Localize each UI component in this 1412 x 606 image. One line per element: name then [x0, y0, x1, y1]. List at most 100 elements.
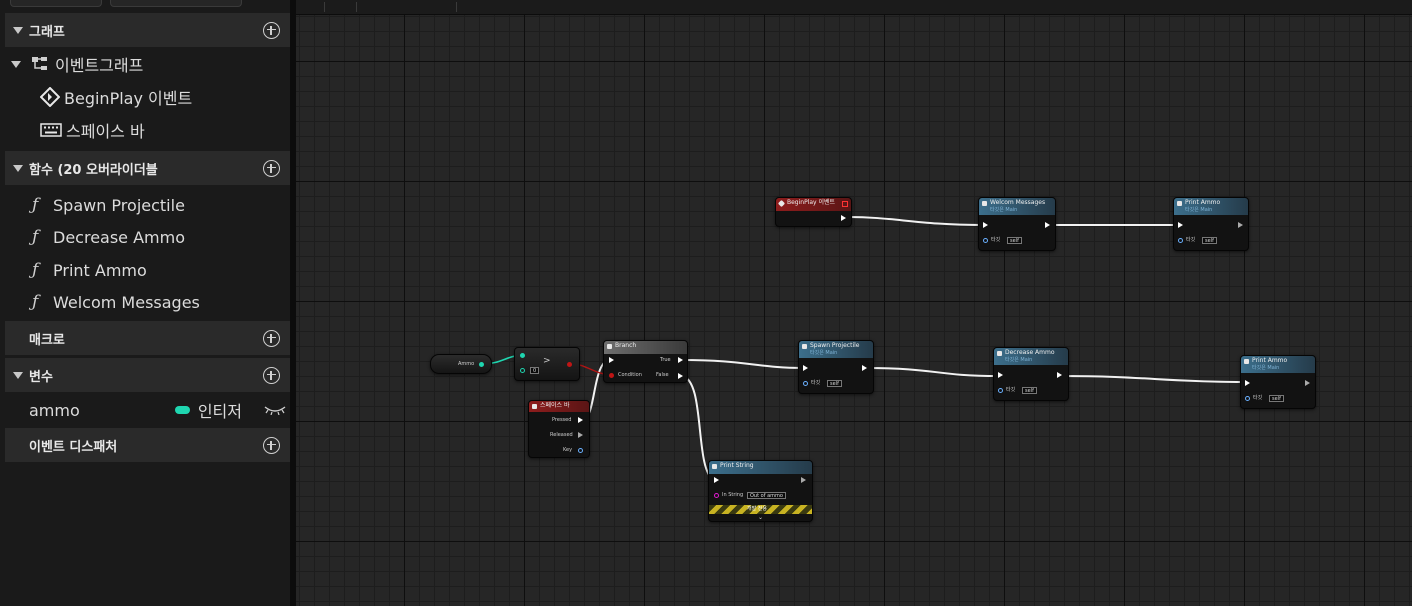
my-blueprint-panel: 그래프 이벤트그래프 BeginPlay 이벤트 스페이스 바 함수 (20 오…	[0, 0, 290, 606]
blueprint-graph-canvas[interactable]: BeginPlay 이벤트 Welcom Messages 타깃은 Main 타…	[296, 0, 1412, 606]
exec-out-pin[interactable]	[1057, 372, 1062, 378]
exec-in-pin[interactable]	[1178, 222, 1183, 228]
visibility-eye-closed-icon[interactable]	[264, 405, 286, 415]
target-self-value[interactable]: self	[1022, 387, 1037, 394]
integer-out-pin[interactable]	[479, 362, 484, 367]
variable-item-ammo[interactable]: ammo 인티저	[5, 394, 290, 426]
graph-item-space-bar[interactable]: 스페이스 바	[5, 114, 290, 146]
add-graph-button[interactable]	[263, 21, 280, 39]
section-macros[interactable]: 매크로	[5, 321, 290, 355]
expand-arrow-icon	[13, 164, 23, 172]
node-subtitle: 타깃은 Main	[1005, 357, 1033, 363]
function-icon	[712, 464, 717, 469]
target-self-value[interactable]: self	[1269, 395, 1284, 402]
add-variable-button[interactable]	[263, 366, 280, 384]
target-self-value[interactable]: self	[827, 380, 842, 387]
target-pin[interactable]	[983, 238, 988, 243]
node-branch[interactable]: Branch True Condition False	[603, 340, 688, 383]
false-exec-pin[interactable]	[678, 373, 683, 379]
string-pin[interactable]	[714, 493, 719, 498]
development-only-banner: 개발 전용	[709, 505, 812, 514]
integer-in-pin-a[interactable]	[520, 353, 525, 358]
add-macro-button[interactable]	[263, 329, 280, 347]
condition-pin[interactable]	[609, 373, 614, 378]
node-ammo-getter[interactable]: Ammo	[430, 354, 492, 374]
section-graphs[interactable]: 그래프	[5, 13, 290, 47]
node-space-bar-event[interactable]: 스페이스 바 Pressed Released Key	[528, 400, 590, 458]
target-pin[interactable]	[998, 388, 1003, 393]
graph-item-event-graph[interactable]: 이벤트그래프	[5, 48, 290, 80]
in-string-value[interactable]: Out of ammo	[747, 492, 786, 499]
exec-out-pin[interactable]	[841, 215, 846, 221]
function-item[interactable]: ƒ Welcom Messages	[5, 286, 290, 318]
exec-in-pin[interactable]	[983, 222, 988, 228]
function-item[interactable]: ƒ Print Ammo	[5, 254, 290, 286]
node-print-ammo-top[interactable]: Print Ammo 타깃은 Main 타깃 self	[1173, 197, 1249, 251]
node-title: BeginPlay 이벤트	[787, 199, 836, 206]
section-functions-label: 함수 (20 오버라이더블	[29, 162, 158, 178]
node-print-ammo[interactable]: Print Ammo 타깃은 Main 타깃 self	[1240, 355, 1316, 409]
function-icon	[982, 201, 987, 206]
pressed-exec-pin[interactable]	[578, 417, 583, 423]
add-dispatcher-button[interactable]	[263, 436, 280, 454]
compare-value[interactable]: 0	[530, 367, 540, 374]
event-icon	[777, 199, 786, 208]
target-pin[interactable]	[803, 381, 808, 386]
target-pin[interactable]	[1245, 396, 1250, 401]
function-icon	[997, 351, 1002, 356]
node-spawn-projectile[interactable]: Spawn Projectile 타깃은 Main 타깃 self	[798, 340, 874, 394]
panel-search-stub[interactable]	[110, 0, 242, 7]
expand-arrow-icon	[11, 60, 21, 68]
dev-only-label: 개발 전용	[747, 506, 767, 512]
released-exec-pin[interactable]	[578, 432, 583, 438]
graph-item-begin-play[interactable]: BeginPlay 이벤트	[5, 81, 290, 113]
node-begin-play[interactable]: BeginPlay 이벤트	[775, 197, 852, 227]
key-label: Key	[563, 447, 573, 453]
exec-out-pin[interactable]	[1045, 222, 1050, 228]
exec-in-pin[interactable]	[714, 477, 719, 483]
function-item[interactable]: ƒ Decrease Ammo	[5, 221, 290, 253]
exec-out-pin[interactable]	[862, 365, 867, 371]
pressed-label: Pressed	[552, 417, 572, 423]
target-self-value[interactable]: self	[1202, 237, 1217, 244]
exec-in-pin[interactable]	[998, 372, 1003, 378]
exec-in-pin[interactable]	[1245, 380, 1250, 386]
integer-in-pin-b[interactable]	[520, 368, 525, 373]
function-item[interactable]: ƒ Spawn Projectile	[5, 189, 290, 221]
bool-out-pin[interactable]	[567, 362, 572, 367]
delegate-pin-icon	[842, 201, 848, 207]
panel-tab-stub[interactable]	[10, 0, 102, 7]
expand-arrow-icon	[13, 26, 23, 34]
function-item-label: Welcom Messages	[53, 292, 200, 312]
target-self-value[interactable]: self	[1007, 237, 1022, 244]
space-bar-label: 스페이스 바	[66, 122, 145, 141]
node-subtitle: 타깃은 Main	[1252, 365, 1280, 371]
node-decrease-ammo[interactable]: Decrease Ammo 타깃은 Main 타깃 self	[993, 347, 1069, 401]
node-print-string[interactable]: Print String In String Out of ammo 개발 전용…	[708, 460, 813, 522]
true-exec-pin[interactable]	[678, 357, 683, 363]
event-diamond-icon	[40, 87, 60, 107]
key-struct-pin[interactable]	[578, 448, 583, 453]
node-welcome-messages[interactable]: Welcom Messages 타깃은 Main 타깃 self	[978, 197, 1056, 251]
exec-out-pin-unconnected[interactable]	[1238, 222, 1243, 228]
section-variables[interactable]: 변수	[5, 358, 290, 392]
exec-in-pin[interactable]	[609, 357, 614, 363]
section-event-dispatchers[interactable]: 이벤트 디스패처	[5, 428, 290, 462]
section-variables-label: 변수	[29, 369, 53, 385]
section-functions[interactable]: 함수 (20 오버라이더블	[5, 151, 290, 185]
panel-splitter[interactable]	[290, 0, 296, 606]
exec-out-pin-unconnected[interactable]	[1305, 380, 1310, 386]
function-item-label: Spawn Projectile	[53, 195, 185, 215]
expand-chevron-icon[interactable]: ⌄	[758, 514, 764, 521]
compare-operator: >	[543, 356, 551, 366]
target-label: 타깃	[991, 237, 1001, 243]
target-pin[interactable]	[1178, 238, 1183, 243]
add-function-button[interactable]	[263, 159, 280, 177]
node-title: Branch	[615, 342, 637, 349]
exec-out-pin-unconnected[interactable]	[801, 477, 806, 483]
exec-in-pin[interactable]	[803, 365, 808, 371]
target-label: 타깃	[1253, 395, 1263, 401]
node-greater-than[interactable]: 0 >	[514, 347, 580, 381]
begin-play-label: BeginPlay 이벤트	[64, 89, 193, 108]
variable-type: 인티저	[197, 402, 242, 421]
